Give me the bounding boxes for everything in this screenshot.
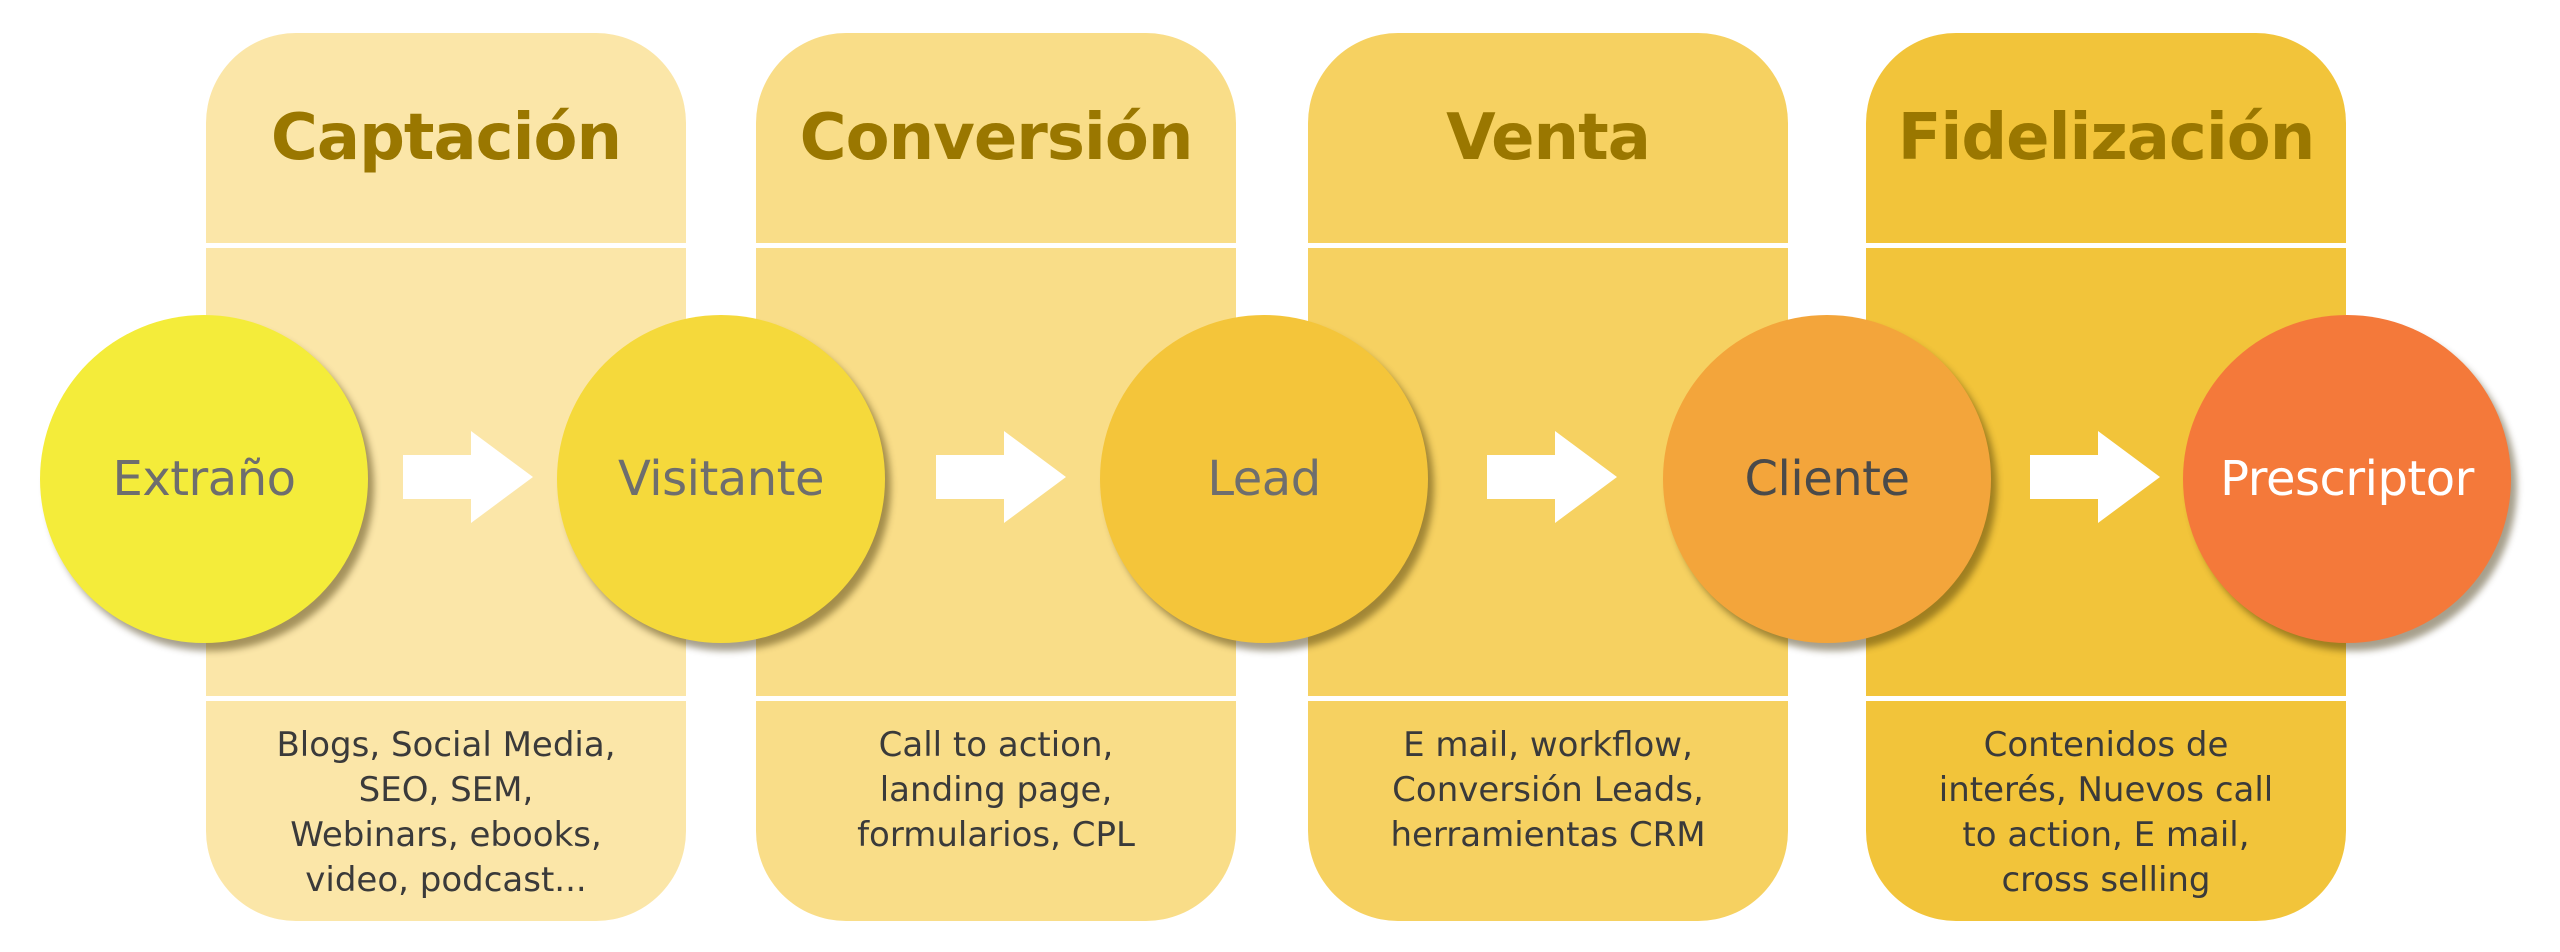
stage-divider-top [1866, 243, 2346, 248]
stage-tactics-text: Call to action, landing page, formulario… [857, 725, 1135, 855]
stage-tactics-text: Blogs, Social Media, SEO, SEM, Webinars,… [276, 725, 616, 900]
node-label: Visitante [618, 451, 824, 507]
stage-title: Conversión [799, 101, 1194, 175]
node-circle-cliente: Cliente [1663, 315, 1991, 643]
stage-divider-bottom [756, 696, 1236, 701]
stage-divider-top [756, 243, 1236, 248]
stage-tactics-text: E mail, workflow, Conversión Leads, herr… [1390, 725, 1706, 855]
node-label: Cliente [1744, 451, 1911, 507]
node-circle-prescriptor: Prescriptor [2183, 315, 2511, 643]
right-arrow-icon [403, 431, 533, 523]
stage-tactics-text: Contenidos de interés, Nuevos call to ac… [1938, 725, 2274, 900]
right-arrow-icon [1487, 431, 1617, 523]
right-arrow-icon [936, 431, 1066, 523]
stage-header: Venta [1308, 33, 1788, 243]
stage-divider-bottom [1308, 696, 1788, 701]
stage-header: Conversión [756, 33, 1236, 243]
stage-divider-bottom [206, 696, 686, 701]
node-label: Prescriptor [2220, 451, 2474, 507]
node-circle-lead: Lead [1100, 315, 1428, 643]
node-label: Extraño [112, 451, 297, 507]
node-label: Lead [1207, 451, 1321, 507]
stage-header: Captación [206, 33, 686, 243]
stage-divider-top [1308, 243, 1788, 248]
stage-title: Fidelización [1897, 101, 2316, 175]
node-circle-visitante: Visitante [557, 315, 885, 643]
node-circle-extrano: Extraño [40, 315, 368, 643]
stage-title: Captación [270, 101, 622, 175]
stage-header: Fidelización [1866, 33, 2346, 243]
stage-divider-bottom [1866, 696, 2346, 701]
stage-divider-top [206, 243, 686, 248]
stage-title: Venta [1446, 101, 1651, 175]
right-arrow-icon [2030, 431, 2160, 523]
